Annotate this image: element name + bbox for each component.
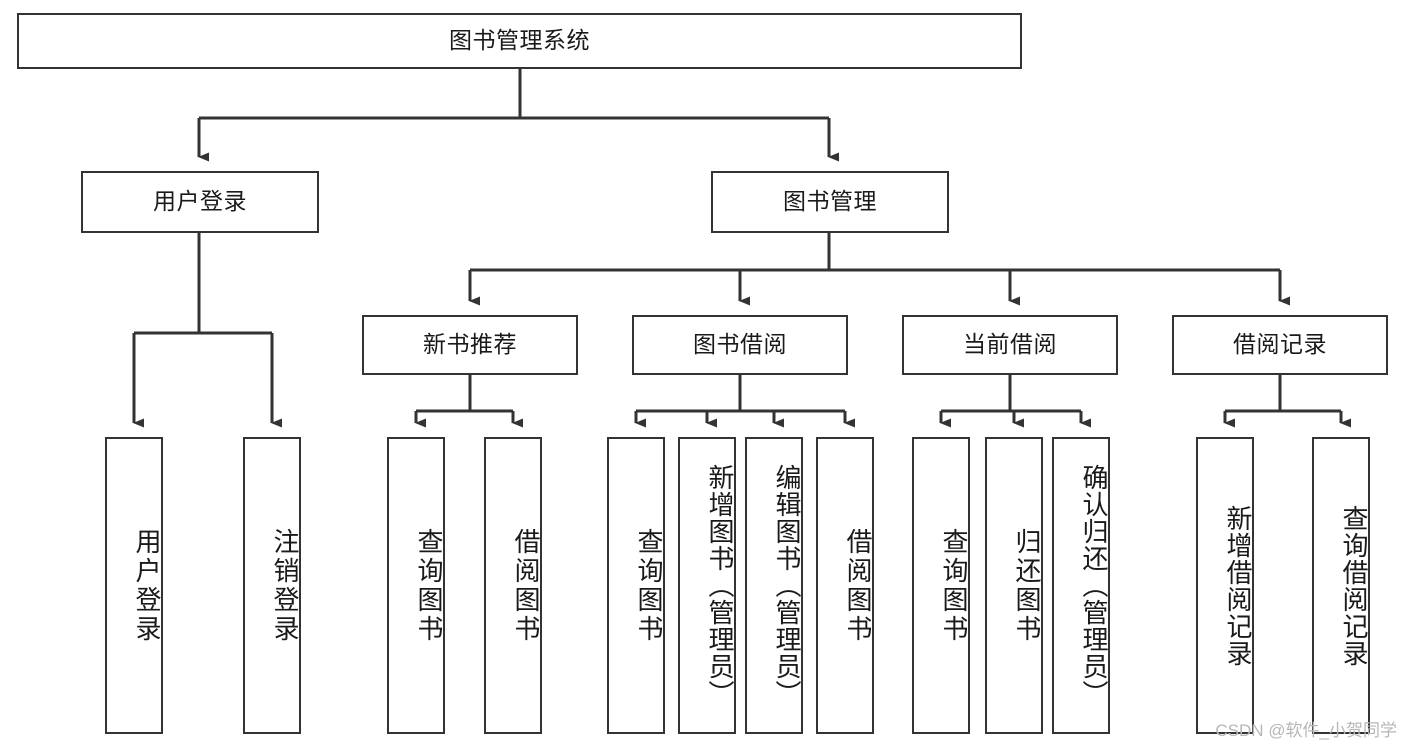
node-leaf-borrow-book-1[interactable]: 借阅图书 <box>484 437 542 734</box>
node-leaf-query-book-1[interactable]: 查询图书 <box>387 437 445 734</box>
node-label: 新增图书（管理员） <box>705 464 735 707</box>
node-label: 确认归还（管理员） <box>1079 464 1109 707</box>
node-label: 归还图书 <box>1012 527 1042 644</box>
node-book-borrow[interactable]: 图书借阅 <box>632 315 848 375</box>
node-leaf-add-record[interactable]: 新增借阅记录 <box>1196 437 1254 734</box>
node-label: 借阅图书 <box>511 527 541 644</box>
node-leaf-query-book-3[interactable]: 查询图书 <box>912 437 970 734</box>
node-borrow-record[interactable]: 借阅记录 <box>1172 315 1388 375</box>
node-label: 图书管理 <box>783 188 877 215</box>
node-label: 借阅记录 <box>1233 331 1327 358</box>
node-leaf-user-login[interactable]: 用户登录 <box>105 437 163 734</box>
connector-paths <box>132 69 1351 428</box>
node-label: 当前借阅 <box>963 331 1057 358</box>
node-label: 注销登录 <box>270 527 300 644</box>
node-label: 新增借阅记录 <box>1223 504 1253 667</box>
node-leaf-return-book[interactable]: 归还图书 <box>985 437 1043 734</box>
watermark-text: CSDN @软件_小贺同学 <box>1215 721 1397 740</box>
node-label: 用户登录 <box>132 527 162 644</box>
node-leaf-query-book-2[interactable]: 查询图书 <box>607 437 665 734</box>
node-leaf-add-book[interactable]: 新增图书（管理员） <box>678 437 736 734</box>
node-root-system[interactable]: 图书管理系统 <box>17 13 1022 69</box>
node-new-book-recommend[interactable]: 新书推荐 <box>362 315 578 375</box>
node-label: 编辑图书（管理员） <box>772 464 802 707</box>
node-label: 新书推荐 <box>423 331 517 358</box>
node-leaf-borrow-book-2[interactable]: 借阅图书 <box>816 437 874 734</box>
node-label: 查询图书 <box>634 527 664 644</box>
node-leaf-confirm-return[interactable]: 确认归还（管理员） <box>1052 437 1110 734</box>
node-leaf-edit-book[interactable]: 编辑图书（管理员） <box>745 437 803 734</box>
node-label: 查询图书 <box>939 527 969 644</box>
node-leaf-logout[interactable]: 注销登录 <box>243 437 301 734</box>
node-label: 查询借阅记录 <box>1339 504 1369 667</box>
node-label: 用户登录 <box>153 188 247 215</box>
node-user-login[interactable]: 用户登录 <box>81 171 319 233</box>
node-current-borrow[interactable]: 当前借阅 <box>902 315 1118 375</box>
node-book-manage[interactable]: 图书管理 <box>711 171 949 233</box>
node-label: 图书管理系统 <box>449 27 590 54</box>
node-label: 图书借阅 <box>693 331 787 358</box>
node-label: 借阅图书 <box>843 527 873 644</box>
node-label: 查询图书 <box>414 527 444 644</box>
node-leaf-query-record[interactable]: 查询借阅记录 <box>1312 437 1370 734</box>
